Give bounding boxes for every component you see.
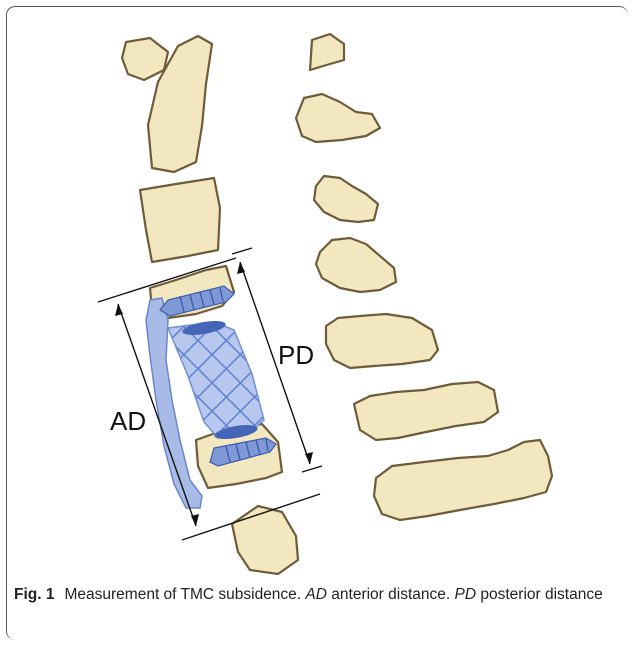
ad-label: AD [110,406,146,436]
vertebra-c3-body [140,178,220,262]
figure-number: Fig. 1 [14,586,54,603]
pd-bottom-extension [302,466,322,472]
pd-label: PD [278,340,314,370]
posterior-element-c4 [316,238,396,292]
spine-diagram: AD PD [0,0,636,580]
posterior-element-c3 [314,176,378,222]
caption-pd-abbr: PD [455,586,477,603]
titanium-mesh-cage [168,322,264,438]
pd-top-extension [232,248,252,254]
posterior-element-c7 [374,440,552,520]
vertebra-c6-body [232,506,298,574]
posterior-element-c6 [354,382,498,440]
vertebra-c1-anterior-arch [122,38,168,80]
posterior-element-c1 [310,34,344,70]
posterior-element-c5 [326,314,438,368]
caption-ad-abbr: AD [305,586,327,603]
caption-ad-text: anterior distance. [331,586,450,603]
caption-pd-text: posterior distance [480,586,602,603]
caption-title: Measurement of TMC subsidence. [64,586,301,603]
posterior-element-c2 [296,94,380,142]
